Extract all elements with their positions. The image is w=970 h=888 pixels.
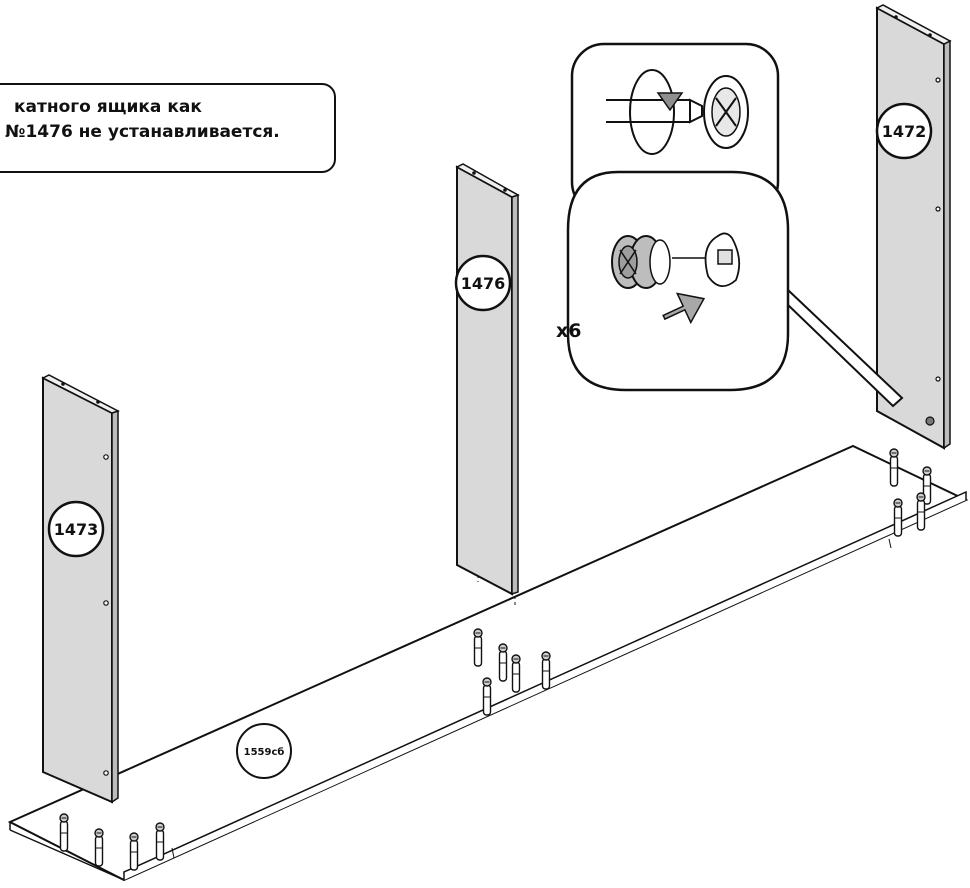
dowel-icon: [893, 498, 903, 537]
label-1559sb-text: 1559сб: [244, 746, 285, 758]
quantity-label: x6: [556, 320, 581, 342]
dowel-icon: [704, 232, 741, 287]
dowel-icon: [498, 643, 508, 682]
label-1476-text: 1476: [461, 274, 506, 293]
screwdriver-rotate-icon: [606, 69, 703, 155]
dowel-icon: [59, 813, 69, 852]
panel-1473: [41, 374, 120, 804]
panel-1472: [875, 4, 952, 450]
dowel-icon: [155, 822, 165, 861]
insert-arrow-icon: [662, 292, 706, 325]
label-1476: 1476: [454, 254, 512, 312]
dowel-icon: [482, 677, 492, 716]
panel-1476: [455, 163, 520, 606]
note-box: катного ящика как №1476 не устанавливает…: [0, 83, 336, 173]
label-1473-text: 1473: [54, 520, 99, 539]
dowel-icon: [511, 654, 521, 693]
dowel-icon: [541, 651, 551, 690]
fittings: [59, 448, 932, 871]
label-1473: 1473: [47, 500, 105, 558]
label-1472: 1472: [875, 102, 933, 160]
label-1559sb: 1559сб: [236, 723, 292, 779]
cam-lock-icon: [703, 75, 749, 149]
dowel-icon: [916, 492, 926, 531]
dowel-icon: [129, 832, 139, 871]
dowel-icon: [889, 448, 899, 487]
cam-lock-icon: [611, 235, 716, 289]
note-line-1: катного ящика как: [14, 97, 202, 117]
dowel-icon: [94, 828, 104, 867]
note-line-2: №1476 не устанавливается.: [5, 122, 280, 142]
label-1472-text: 1472: [882, 122, 927, 141]
detail-callout-insert: [566, 170, 904, 408]
dowel-icon: [473, 628, 483, 667]
